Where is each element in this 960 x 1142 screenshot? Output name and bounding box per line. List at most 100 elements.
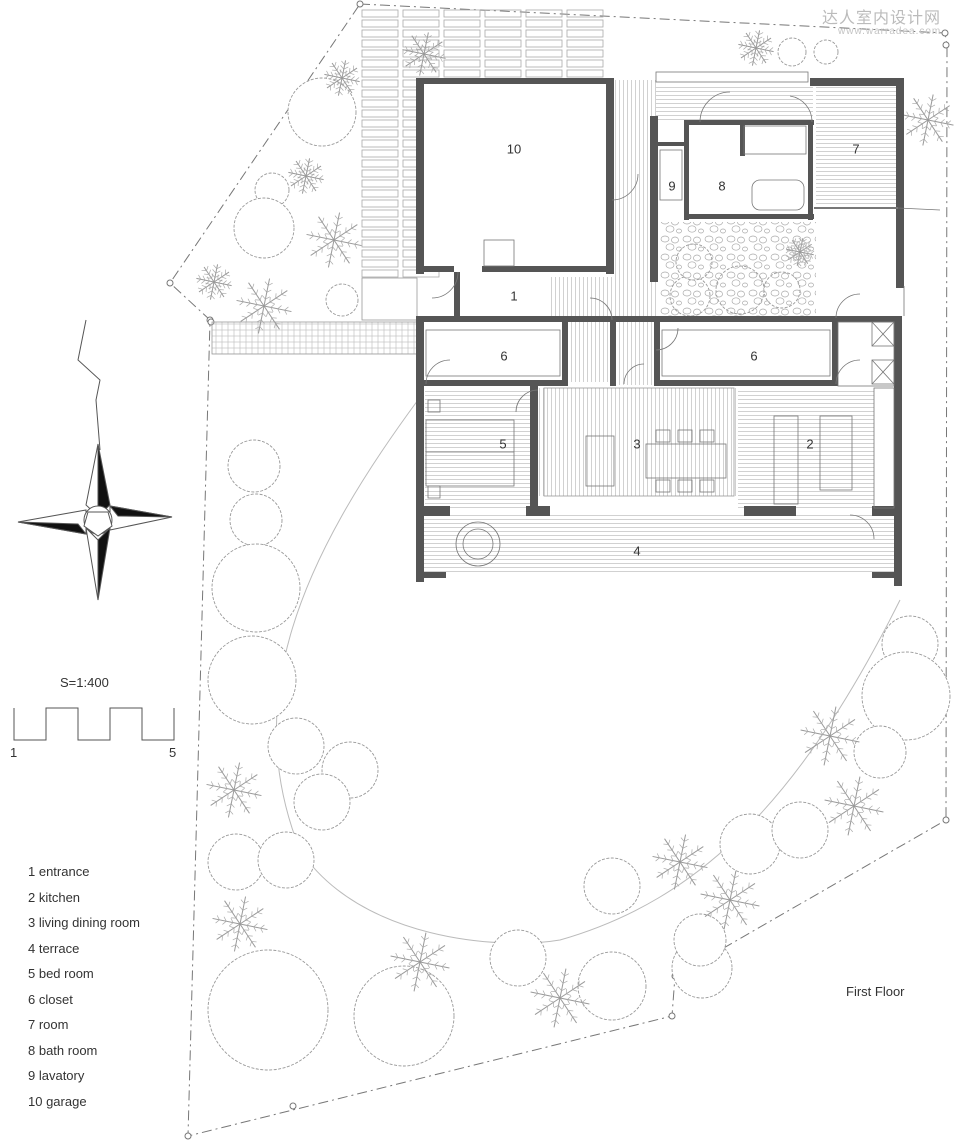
floor-title: First Floor (846, 984, 905, 999)
palm-tree (288, 158, 324, 194)
paving-block (525, 9, 563, 18)
palm-tree (530, 968, 590, 1028)
room-number-living: 3 (633, 436, 641, 452)
paving-block (443, 69, 481, 78)
paving-block (361, 239, 399, 248)
tree-canopy (771, 801, 829, 859)
paving-block (484, 49, 522, 58)
tree-canopy (673, 913, 727, 967)
tree-canopy (719, 813, 781, 875)
palm-tree (402, 32, 446, 76)
paving-block (525, 29, 563, 38)
paving-block (361, 59, 399, 68)
paving-block (525, 59, 563, 68)
legend-item: 10 garage (28, 1093, 87, 1109)
paving-block (361, 39, 399, 48)
paving-block (484, 29, 522, 38)
legend-item: 2 kitchen (28, 889, 81, 905)
room-floor (816, 86, 898, 211)
palm-tree (306, 212, 362, 268)
tree-canopy (207, 635, 297, 725)
paving-block (361, 89, 399, 98)
scale-max: 5 (169, 745, 177, 760)
palm-tree (738, 30, 774, 66)
paving-block (402, 9, 440, 18)
house (418, 80, 902, 575)
paving-block (361, 229, 399, 238)
bedroom-floor (425, 388, 533, 508)
tree-canopy (207, 949, 329, 1071)
tree-canopy (813, 39, 839, 65)
palm-tree (824, 776, 884, 836)
palm-tree (700, 870, 760, 930)
paving-block (361, 269, 399, 278)
palm-tree (206, 762, 262, 818)
room-number-closet-right: 6 (750, 348, 758, 364)
tree-canopy (777, 37, 807, 67)
paving-block (525, 49, 563, 58)
paving-block (361, 9, 399, 18)
terrace-floor (418, 515, 902, 575)
paving-block (443, 39, 481, 48)
room-number-lavatory: 9 (668, 178, 676, 194)
paving-block (361, 259, 399, 268)
room-legend: 1 entrance 2 kitchen 3 living dining roo… (28, 862, 140, 1117)
legend-item: 5 bed room (28, 966, 94, 981)
tree-canopy (207, 833, 265, 891)
paving-block (566, 69, 604, 78)
walls (416, 78, 904, 586)
paving-block (402, 29, 440, 38)
room-number-bedroom: 5 (499, 436, 507, 452)
paving-block (361, 49, 399, 58)
paving-block (361, 109, 399, 118)
paving-block (361, 249, 399, 258)
paving-block (566, 9, 604, 18)
paving-block (361, 139, 399, 148)
palm-tree (236, 278, 292, 334)
paving-block (361, 169, 399, 178)
room-number-bath: 8 (718, 178, 726, 194)
tree-canopy (583, 857, 641, 915)
paving-block (361, 69, 399, 78)
paving-block (361, 179, 399, 188)
legend-item: 3 living dining room (28, 915, 141, 930)
paving-block (484, 9, 522, 18)
paving-block (361, 189, 399, 198)
tree-canopy (293, 773, 351, 831)
legend-item: 9 lavatory (28, 1068, 85, 1083)
paving-block (361, 99, 399, 108)
paving-block (443, 29, 481, 38)
legend-item: 8 bath room (28, 1042, 98, 1058)
hall-floor (656, 86, 813, 122)
paving-block (525, 69, 563, 78)
room-number-terrace: 4 (633, 543, 641, 559)
paving-block (361, 209, 399, 218)
scale-bar (13, 707, 175, 741)
paving-block (484, 69, 522, 78)
legend-item: 1 entrance (28, 864, 90, 879)
legend-item: 4 terrace (28, 940, 80, 956)
tree-canopy (227, 439, 281, 493)
tree-canopy (229, 493, 283, 547)
paving-block (443, 59, 481, 68)
corridor-floor (612, 80, 656, 385)
palm-tree (196, 264, 232, 300)
paving-block (566, 49, 604, 58)
paving-block (361, 159, 399, 168)
entrance-step (361, 277, 418, 321)
paving-block (361, 199, 399, 208)
palm-tree (390, 932, 450, 992)
site-boundary (169, 3, 948, 1137)
room-number-garage: 10 (506, 141, 522, 157)
paving-block (443, 19, 481, 28)
fixtures (425, 71, 941, 567)
tree-canopy (353, 965, 455, 1067)
paving-block (361, 119, 399, 128)
kitchen-floor (738, 388, 874, 508)
tree-canopy (267, 717, 325, 775)
tree-canopy (577, 951, 647, 1021)
paving-block (566, 19, 604, 28)
room-number-entrance: 1 (510, 288, 518, 304)
paving-block (361, 219, 399, 228)
paving-block (402, 19, 440, 28)
